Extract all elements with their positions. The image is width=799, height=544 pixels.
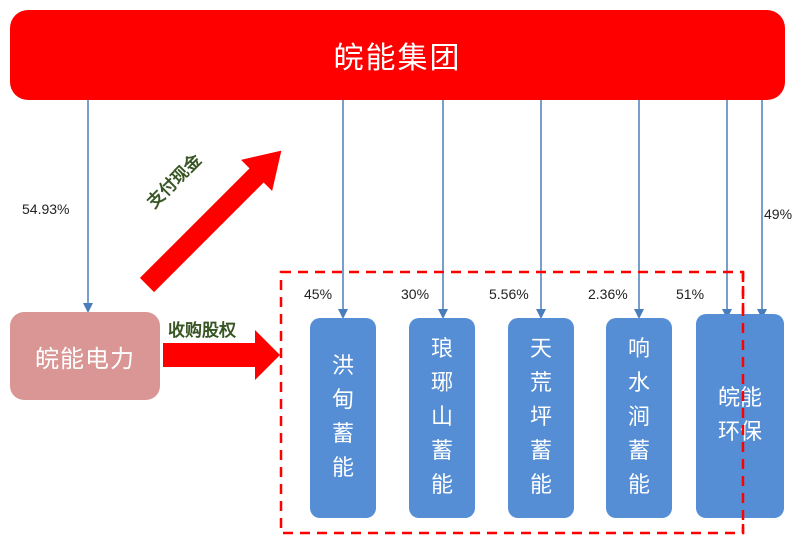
- hongdian-storage-label: 洪甸蓄能: [332, 354, 355, 481]
- tianhuangping-storage-label: 天荒坪蓄能: [530, 337, 553, 498]
- env-group-stake-pct: 49%: [764, 206, 793, 222]
- xiangshuijian-stake-pct: 2.36%: [588, 286, 628, 302]
- env-stake-pct: 51%: [676, 286, 705, 302]
- parent-group-label: 皖能集团: [333, 41, 462, 76]
- power-stake-pct: 54.93%: [22, 201, 70, 217]
- acquire-equity-label: 收购股权: [168, 321, 236, 341]
- xiangshuijian-storage-label: 响水涧蓄能: [628, 337, 651, 498]
- cash-payment-arrow: [139, 150, 282, 293]
- langyashan-storage-box: 琅琊山蓄能: [409, 318, 475, 518]
- hongdian-stake-pct: 45%: [304, 286, 333, 302]
- acquired-group-frame: [279, 270, 745, 535]
- parent-group-box: 皖能集团: [10, 10, 785, 100]
- wanneng-env-box: 皖能环保: [696, 314, 784, 518]
- wanneng-power-label: 皖能电力: [35, 344, 135, 373]
- xiangshuijian-storage-box: 响水涧蓄能: [606, 318, 672, 518]
- wanneng-env-label: 皖能环保: [718, 386, 763, 445]
- acquire-equity-arrow: [163, 330, 280, 380]
- langyashan-storage-label: 琅琊山蓄能: [431, 337, 454, 498]
- hongdian-storage-box: 洪甸蓄能: [310, 318, 376, 518]
- langyashan-stake-pct: 30%: [401, 286, 430, 302]
- tianhuangping-stake-pct: 5.56%: [489, 286, 529, 302]
- tianhuangping-storage-box: 天荒坪蓄能: [508, 318, 574, 518]
- wanneng-power-box: 皖能电力: [10, 312, 160, 400]
